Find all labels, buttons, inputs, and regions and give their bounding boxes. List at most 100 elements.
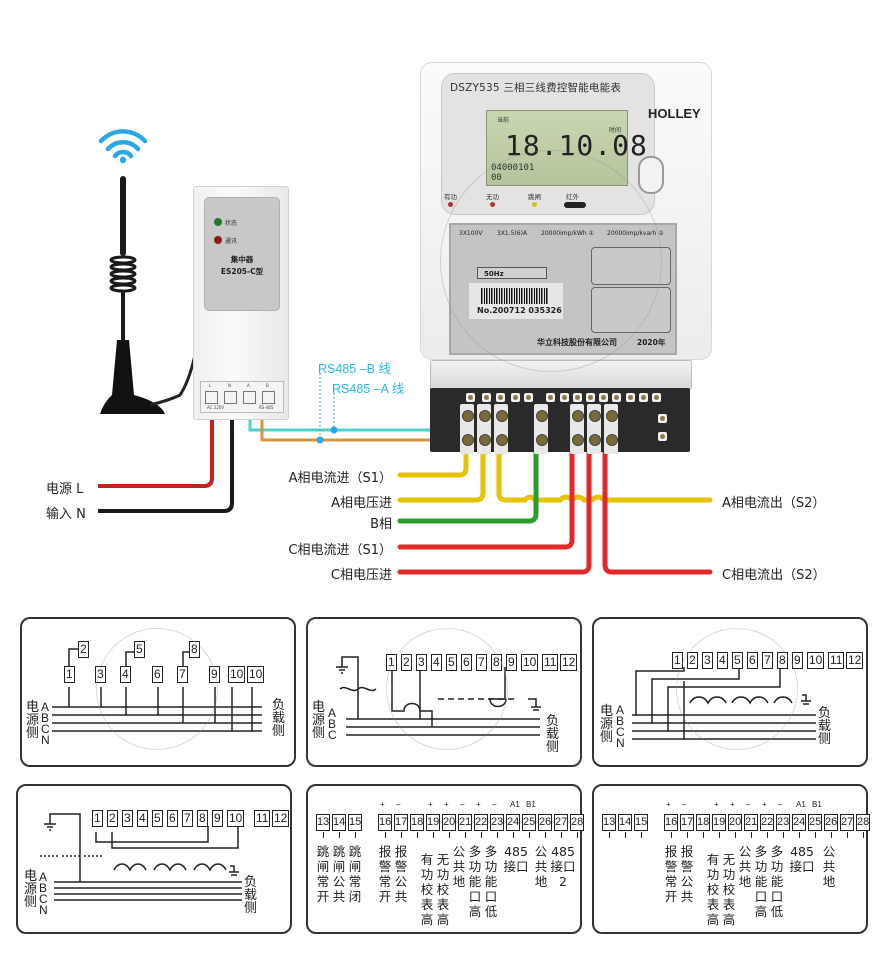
terminal-box: 7: [182, 810, 193, 827]
infrared-port: [564, 202, 586, 208]
main-terminal[interactable]: [604, 404, 618, 454]
aux-terminal-screw[interactable]: [639, 393, 648, 402]
aux-terminal-box: 27: [554, 814, 568, 831]
terminal-box: 2: [107, 810, 118, 827]
lcd-label-time: 时间: [609, 127, 622, 134]
terminal-b[interactable]: [262, 391, 275, 404]
aux-terminal-box: 28: [856, 814, 870, 831]
aux-terminal-screw[interactable]: [560, 393, 569, 402]
terminal-function-label: 公共地: [822, 844, 836, 889]
aux-terminal-screw[interactable]: [511, 393, 520, 402]
terminal-l[interactable]: [205, 391, 218, 404]
aux-terminal-screw[interactable]: [626, 393, 635, 402]
terminal-function-label: 无功校表高: [722, 852, 736, 927]
aux-terminal-box: 23: [776, 814, 790, 831]
ground-terminal[interactable]: [658, 432, 667, 441]
power-n-label: 输入 N: [46, 507, 86, 522]
aux-terminal-screw[interactable]: [466, 393, 475, 402]
terminal-box: 11: [542, 654, 559, 671]
aux-terminal-screw[interactable]: [546, 393, 555, 402]
terminal-lead: [735, 832, 736, 838]
terminal-box: 7: [762, 652, 773, 669]
aux-terminal-screw[interactable]: [652, 393, 661, 402]
ground-terminal[interactable]: [658, 414, 667, 423]
terminal-label: N: [228, 383, 231, 388]
terminal-box: 10: [807, 652, 825, 669]
terminal-base: [430, 388, 690, 454]
terminal-box: 6: [747, 652, 758, 669]
main-terminal[interactable]: [477, 404, 491, 454]
terminal-box: 2: [687, 652, 698, 669]
terminal-lead: [719, 832, 720, 838]
terminal-footer-left: AC 220V: [207, 405, 225, 410]
terminal-lead: [401, 832, 402, 838]
aux-terminal-screw[interactable]: [612, 393, 621, 402]
aux-terminal-screw[interactable]: [524, 393, 533, 402]
terminal-lead: [831, 832, 832, 838]
wiring-diagram-mini: [591, 287, 671, 333]
rs485-a-junction: [316, 436, 324, 444]
terminal-function-label: 多功能口高: [754, 844, 768, 919]
concentrator-model: ES205-C型: [220, 267, 264, 276]
main-terminal[interactable]: [460, 404, 474, 454]
aux-terminal-box: 26: [538, 814, 552, 831]
diagram-lines: [40, 813, 242, 901]
wire-a-current-out: [496, 449, 713, 504]
main-terminal[interactable]: [534, 404, 548, 454]
terminal-lead: [609, 832, 610, 838]
terminal-a[interactable]: [243, 391, 256, 404]
polarity-mark: +: [476, 800, 481, 809]
polarity-mark: +: [714, 800, 719, 809]
aux-terminal-box: 16: [664, 814, 678, 831]
main-terminal[interactable]: [494, 404, 508, 454]
aux-terminal-box: 13: [316, 814, 330, 831]
terminal-lead: [529, 832, 530, 838]
c-current-out-label: C相电流出（S2）: [722, 568, 826, 583]
rated-current: 3X1.5(6)A: [497, 230, 528, 237]
aux-terminal-screw[interactable]: [496, 393, 505, 402]
terminal-box: 3: [702, 652, 713, 669]
energy-meter: DSZY535 三相三线费控智能电能表 当前 时间 18.10.08 04000…: [420, 62, 712, 360]
manufacture-year: 2020年: [637, 338, 666, 347]
lcd-label-current: 当前: [497, 117, 510, 124]
terminal-box: 1: [92, 810, 103, 827]
terminal-box: 9: [792, 652, 803, 669]
indicator-label: 跳闸: [528, 193, 541, 201]
polarity-mark: +: [762, 800, 767, 809]
display-button[interactable]: [638, 156, 664, 194]
b-phase-label: B相: [370, 517, 392, 532]
aux-terminal-box: 15: [348, 814, 362, 831]
diagram-lines: [632, 667, 816, 740]
terminal-lead: [323, 832, 324, 838]
terminal-block: [425, 360, 695, 458]
terminal-label: A: [247, 383, 250, 388]
source-side-label: 电源侧: [26, 700, 40, 741]
aux-terminal-box: 16: [378, 814, 392, 831]
main-terminal[interactable]: [570, 404, 584, 454]
terminal-box: 10: [521, 654, 539, 671]
aux-terminal-screw[interactable]: [586, 393, 595, 402]
main-terminal[interactable]: [587, 404, 601, 454]
status-led-label: 状态: [225, 220, 238, 227]
aux-terminal-screw[interactable]: [482, 393, 491, 402]
aux-terminal-screw[interactable]: [599, 393, 608, 402]
terminal-lead: [767, 832, 768, 838]
terminal-box: 1: [64, 666, 75, 683]
terminal-box: 1: [672, 652, 683, 669]
terminal-box: 8: [197, 810, 208, 827]
aux-terminal-screw[interactable]: [573, 393, 582, 402]
polarity-mark: +: [380, 800, 385, 809]
aux-terminal-box: 13: [602, 814, 616, 831]
wire-power-n: [98, 418, 234, 513]
terminal-n[interactable]: [224, 391, 237, 404]
polarity-mark: –: [778, 800, 783, 809]
terminal-label: L: [209, 383, 212, 388]
terminal-lead: [385, 832, 386, 838]
terminal-box: 4: [717, 652, 728, 669]
wire-b-phase: [397, 449, 539, 524]
polarity-mark: –: [396, 800, 401, 809]
